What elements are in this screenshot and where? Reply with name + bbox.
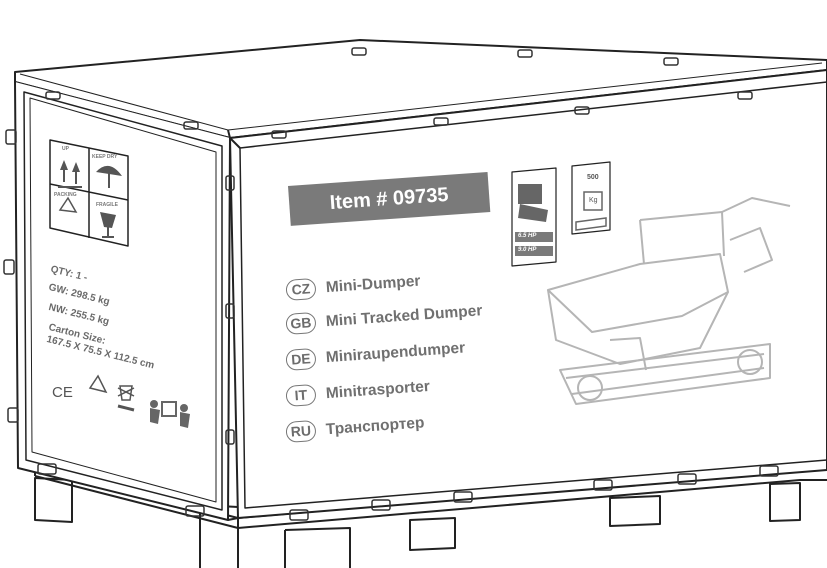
carry-people-icon	[150, 400, 190, 428]
ce-mark: CE	[52, 384, 73, 401]
hp-badges	[515, 232, 553, 256]
keep-dry-label: KEEP DRY	[92, 154, 118, 160]
mini-dumper-drawing	[547, 197, 791, 405]
umbrella-icon	[96, 165, 122, 188]
recycle-icon	[58, 196, 78, 213]
load-capacity-unit: Kg	[589, 197, 598, 204]
language-code-badge: IT	[285, 383, 317, 407]
up-arrows-icon	[58, 160, 82, 188]
language-code-badge: CZ	[285, 277, 317, 301]
recycle-triangle-icon	[88, 374, 108, 394]
packing-label: PACKING	[54, 192, 77, 198]
fragile-glass-icon	[100, 212, 116, 238]
language-code-badge: GB	[285, 311, 317, 335]
up-label: UP	[62, 146, 69, 152]
engine-power-2: 9.0 HP	[518, 247, 537, 253]
language-code-badge: DE	[285, 347, 317, 371]
weight-icon	[575, 191, 607, 231]
fragile-label: FRAGILE	[96, 202, 118, 208]
engine-power-1: 6.5 HP	[518, 233, 537, 239]
weee-bin-icon	[117, 385, 135, 401]
language-code-badge: RU	[285, 419, 317, 443]
engine-icon	[518, 184, 548, 222]
load-capacity-value: 500	[587, 174, 599, 181]
